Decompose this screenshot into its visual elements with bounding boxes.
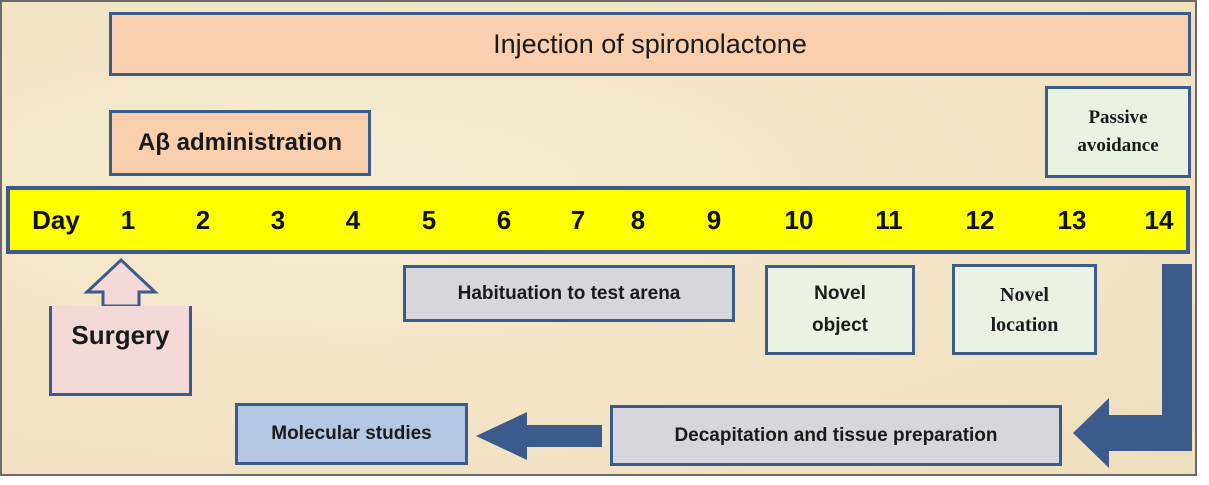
day-3: 3	[270, 205, 286, 235]
habituation-box: Habituation to test arena	[403, 265, 735, 322]
abeta-box: Aβ administration	[109, 110, 371, 176]
day-10: 10	[784, 205, 814, 235]
abeta-label: Aβ administration	[138, 129, 342, 156]
day-11: 11	[875, 205, 903, 235]
day-4: 4	[345, 205, 361, 235]
passive-avoidance-label: Passive avoidance	[1077, 107, 1159, 156]
elbow-down-left-arrow	[1073, 264, 1192, 468]
day-2: 2	[195, 205, 211, 235]
habituation-label: Habituation to test arena	[457, 282, 681, 304]
day-13: 13	[1057, 205, 1087, 235]
arrows-layer	[83, 257, 1192, 468]
novel-object-label: Novel object	[812, 283, 868, 336]
novel-object-box: Novel object	[765, 265, 915, 355]
diagram-frame: Injection of spironolactone Aβ administr…	[0, 0, 1197, 476]
day-label: Day	[32, 205, 80, 235]
day-14: 14	[1144, 205, 1174, 235]
left-arrow	[476, 412, 602, 460]
day-6: 6	[496, 205, 512, 235]
decapitation-label: Decapitation and tissue preparation	[674, 424, 998, 446]
day-5: 5	[421, 205, 437, 235]
day-9: 9	[706, 205, 722, 235]
molecular-studies-box: Molecular studies	[235, 403, 468, 465]
surgery-label: Surgery	[71, 320, 170, 350]
molecular-studies-label: Molecular studies	[271, 423, 432, 444]
injection-box: Injection of spironolactone	[109, 12, 1191, 76]
passive-avoidance-box: Passive avoidance	[1045, 86, 1191, 178]
day-timeline: Day 1 2 3 4 5 6 7 8 9 10 11 12 13 14	[6, 186, 1190, 254]
surgery-up-arrow	[83, 257, 159, 308]
day-7: 7	[570, 205, 586, 235]
novel-location-box: Novel location	[952, 264, 1097, 355]
day-12: 12	[965, 205, 995, 235]
decapitation-box: Decapitation and tissue preparation	[610, 405, 1062, 466]
day-8: 8	[630, 205, 646, 235]
injection-label: Injection of spironolactone	[493, 28, 807, 59]
surgery-box: Surgery	[49, 306, 192, 396]
novel-location-label: Novel location	[990, 283, 1059, 336]
day-1: 1	[120, 205, 136, 235]
